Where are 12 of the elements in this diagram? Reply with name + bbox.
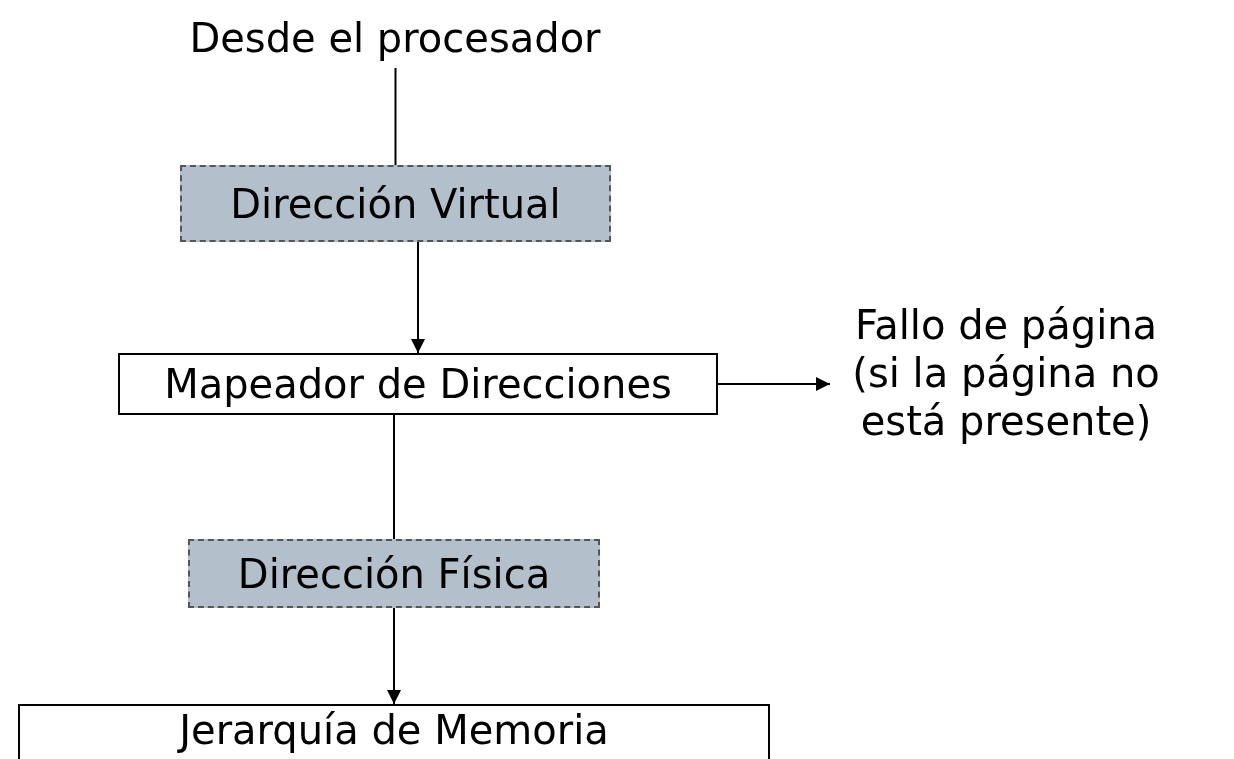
address-box [180,165,611,242]
output-label: Fallo de página (si la página no está presente) [851,301,1161,445]
arrow [411,241,425,354]
address-box [188,539,600,608]
process-box [118,353,718,415]
arrow [387,607,401,705]
source-label: Desde el procesador [189,14,601,62]
box-label: Jerarquía de Memoria [179,706,609,754]
box-label: Mapeador de Direcciones [164,360,672,408]
box-label: Dirección Física [237,549,551,598]
arrow [717,377,831,391]
box-label: Dirección Virtual [230,179,561,228]
